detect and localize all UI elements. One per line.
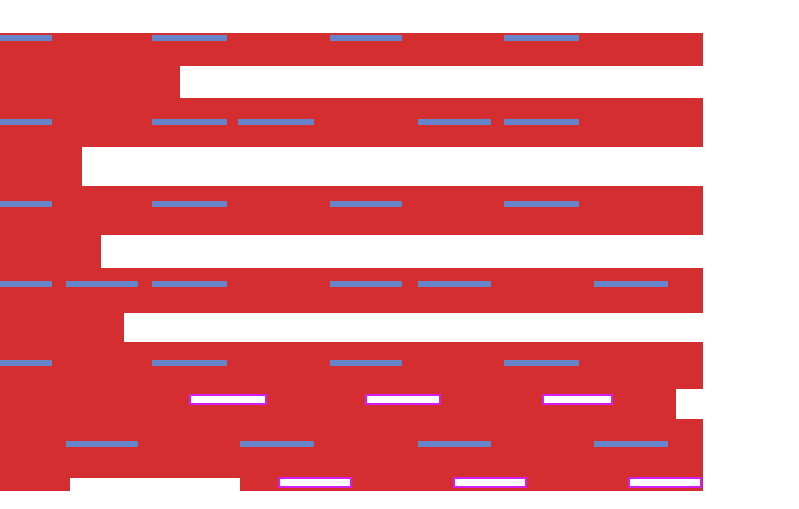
field-box-1[interactable] [189,394,267,405]
token-row-4-token-4[interactable] [330,281,402,287]
band-1-left [0,66,180,98]
token-row-3-token-3[interactable] [330,201,402,207]
token-row-1-token-1[interactable] [0,35,52,41]
token-row-1-token-3[interactable] [330,35,402,41]
token-row-3-token-2[interactable] [152,201,227,207]
token-row-1-token-2[interactable] [152,35,227,41]
token-row-4-token-6[interactable] [594,281,668,287]
token-row-4-token-2[interactable] [66,281,138,287]
token-row-2-token-5[interactable] [504,119,579,125]
field-box-5[interactable] [453,477,527,488]
token-row-5-token-1[interactable] [0,360,52,366]
band-3-left [0,235,101,268]
band-4-left [0,313,124,342]
field-box-4[interactable] [278,477,352,488]
band-3 [0,186,703,235]
token-row-2-token-2[interactable] [152,119,227,125]
token-row-5-token-4[interactable] [504,360,579,366]
token-row-4-token-1[interactable] [0,281,52,287]
token-row-2-token-1[interactable] [0,119,52,125]
token-row-6-token-4[interactable] [594,441,668,447]
field-box-6[interactable] [628,477,702,488]
field-box-2[interactable] [365,394,441,405]
token-row-6-token-2[interactable] [240,441,314,447]
token-row-3-token-1[interactable] [0,201,52,207]
token-row-2-token-4[interactable] [418,119,491,125]
band-4 [0,268,703,313]
token-row-2-token-3[interactable] [238,119,314,125]
band-6-left [0,478,70,491]
token-row-3-token-4[interactable] [504,201,579,207]
token-row-4-token-3[interactable] [152,281,227,287]
token-row-6-token-3[interactable] [418,441,491,447]
token-row-4-token-5[interactable] [418,281,491,287]
band-2 [0,98,703,147]
token-row-1-token-4[interactable] [504,35,579,41]
band-6 [0,419,703,478]
field-box-3[interactable] [542,394,613,405]
token-row-5-token-2[interactable] [152,360,227,366]
band-2-left [0,147,82,186]
token-row-6-token-1[interactable] [66,441,138,447]
token-row-5-token-3[interactable] [330,360,402,366]
page-title: Redacted document page overlay [0,0,1,1]
